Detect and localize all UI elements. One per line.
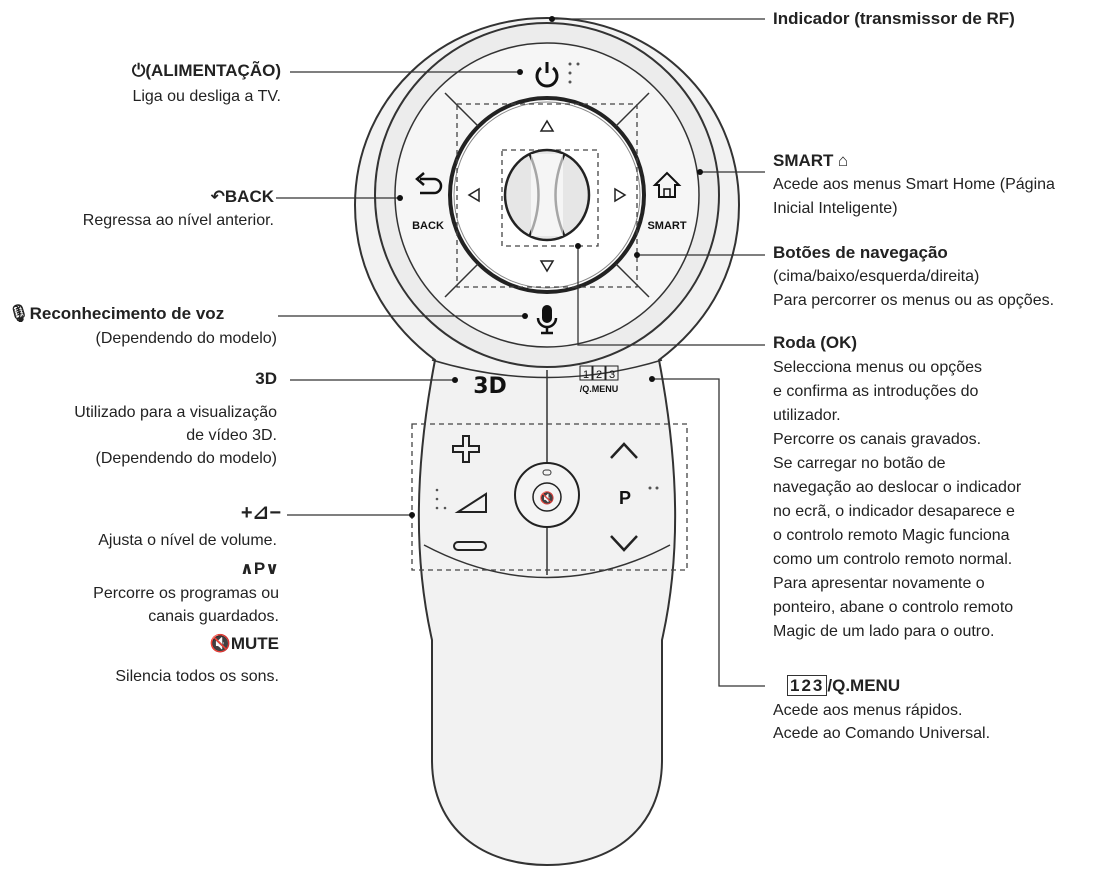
smart-title: SMART [773, 151, 834, 170]
power-callout: ⏻(ALIMENTAÇÃO) [132, 60, 281, 83]
qmenu-button: 1 2 3 /Q.MENU [579, 365, 619, 394]
program-up-icon: ∧ [240, 559, 254, 578]
channel-up-icon [610, 442, 638, 459]
three-d-description-3: (Dependendo do modelo) [95, 450, 277, 467]
wheel-line-7: no ecrã, o indicador desaparece e [773, 503, 1015, 520]
voice-mic-icon: 🎙 [8, 304, 30, 323]
power-description: Liga ou desliga a TV. [132, 88, 281, 105]
three-d-title: 3D [255, 369, 277, 388]
back-icon: ↶ [210, 187, 225, 206]
left-arrow-icon [467, 187, 480, 203]
svg-text:3: 3 [609, 369, 615, 381]
volume-title: +⊿− [240, 502, 281, 524]
wheel-line-6: navegação ao deslocar o indicador [773, 479, 1022, 496]
back-title: BACK [224, 187, 274, 206]
mute-button [514, 462, 580, 528]
wheel-line-2: e confirma as introduções do [773, 383, 979, 400]
wheel-line-8: o controlo remoto Magic funciona [773, 527, 1010, 544]
wheel-line-4: Percorre os canais gravados. [773, 431, 982, 448]
mute-speaker-icon: 🔇 [209, 634, 231, 653]
up-arrow-icon [539, 119, 555, 132]
qmenu-description-2: Acede ao Comando Universal. [773, 725, 991, 742]
power-title: (ALIMENTAÇÃO) [145, 61, 281, 80]
indicator-title: Indicador (transmissor de RF) [773, 9, 1015, 28]
mute-icon: 🔇 [540, 491, 555, 505]
volume-level-icon [435, 488, 487, 513]
leader-dots [397, 16, 703, 518]
wheel-title: Roda (OK) [773, 333, 858, 352]
power-icon: ⏻ [131, 61, 146, 80]
back-description: Regressa ao nível anterior. [82, 212, 274, 229]
program-title: P [253, 559, 266, 578]
microphone-icon [536, 305, 558, 335]
volume-channel-dashed-box [411, 423, 688, 571]
three-d-description-2: de vídeo 3D. [186, 427, 277, 444]
three-d-button-label: 3D [473, 374, 507, 399]
mute-callout: 🔇MUTE [210, 633, 279, 656]
qmenu-title: /Q.MENU [827, 676, 901, 695]
program-callout: ∧P∨ [240, 558, 279, 581]
nav-dashed-box [456, 103, 638, 288]
volume-description: Ajusta o nível de volume. [98, 532, 277, 549]
wheel-line-5: Se carregar no botão de [773, 455, 946, 472]
mute-description: Silencia todos os sons. [115, 668, 279, 685]
program-description-2: canais guardados. [148, 608, 279, 625]
wheel-line-12: Magic de um lado para o outro. [773, 623, 995, 640]
smart-button-label: SMART [647, 220, 686, 232]
wheel-line-1: Selecciona menus ou opções [773, 359, 983, 376]
power-button-icon [535, 62, 559, 88]
right-arrow-icon [614, 187, 627, 203]
back-arrow-icon [415, 172, 443, 195]
voice-callout: 🎙Reconhecimento de voz [8, 303, 224, 326]
channel-down-icon [610, 535, 638, 552]
program-description-1: Percorre os programas ou [93, 585, 279, 602]
volume-down-icon [453, 541, 487, 551]
wheel-line-3: utilizador. [773, 407, 841, 424]
nav-description-2: Para percorrer os menus ou as opções. [773, 292, 1055, 309]
volume-up-icon [452, 435, 480, 463]
nav-title: Botões de navegação [773, 243, 948, 262]
voice-description: (Dependendo do modelo) [95, 330, 277, 347]
smart-home-small-icon: ⌂ [837, 151, 849, 170]
mute-title: MUTE [230, 634, 279, 653]
smart-description-1: Acede aos menus Smart Home (Página [773, 176, 1055, 193]
qmenu-callout: 123/Q.MENU [787, 675, 900, 698]
wheel-line-10: Para apresentar novamente o [773, 575, 985, 592]
wheel-line-11: ponteiro, abane o controlo remoto [773, 599, 1014, 616]
down-arrow-icon [539, 260, 555, 273]
back-callout: ↶BACK [211, 186, 274, 209]
svg-text:/Q.MENU: /Q.MENU [580, 384, 619, 394]
smart-description-2: Inicial Inteligente) [773, 200, 898, 217]
qmenu-description-1: Acede aos menus rápidos. [773, 702, 963, 719]
smart-home-icon [652, 171, 682, 198]
three-d-description-1: Utilizado para a visualização [74, 404, 277, 421]
qmenu-digits: 123 [787, 675, 828, 696]
svg-text:2: 2 [596, 369, 602, 381]
program-down-icon: ∨ [265, 559, 279, 578]
svg-text:1: 1 [583, 369, 589, 381]
program-button-label: P [619, 488, 631, 508]
back-button-label: BACK [412, 220, 444, 232]
nav-description-1: (cima/baixo/esquerda/direita) [773, 268, 980, 285]
leader-lines [276, 18, 765, 687]
voice-title: Reconhecimento de voz [29, 304, 225, 323]
smart-callout: SMART ⌂ [773, 150, 848, 173]
wheel-line-9: como um controlo remoto normal. [773, 551, 1013, 568]
